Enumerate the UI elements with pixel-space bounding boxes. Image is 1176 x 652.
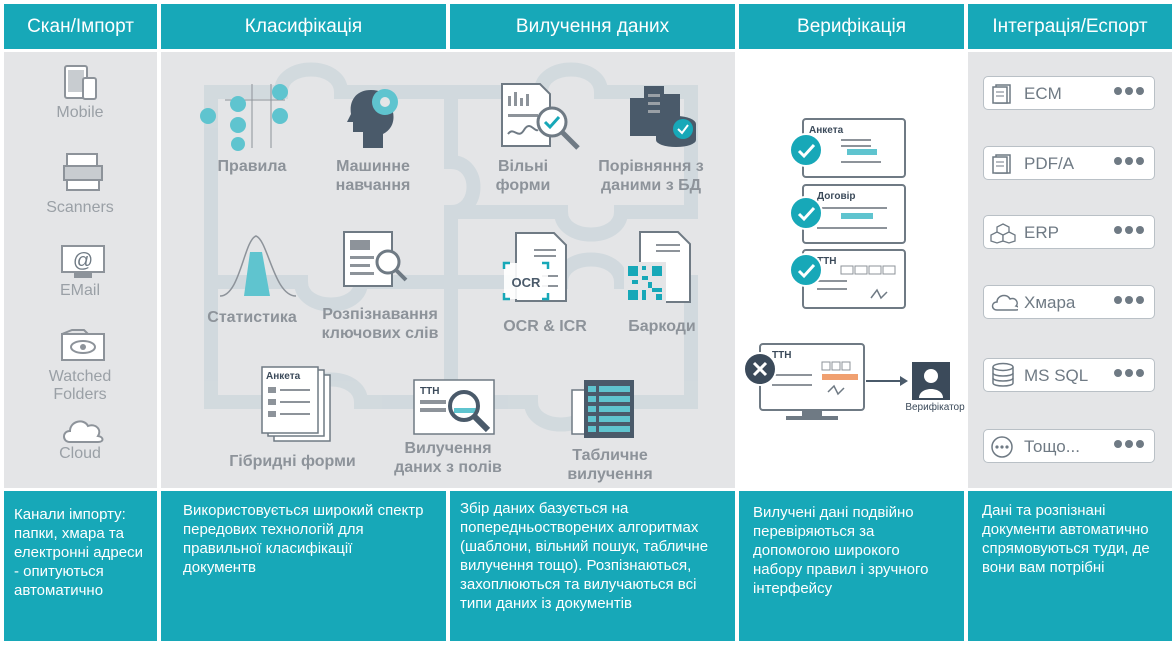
source-email: EMail — [59, 282, 100, 299]
more-dots-icon — [1114, 296, 1144, 304]
more-dots-icon — [1114, 369, 1144, 377]
export-other-button[interactable]: Тощо... — [983, 429, 1155, 463]
document-stack-icon — [992, 154, 1011, 174]
header-integration: Інтеграція/Еспорт — [968, 4, 1172, 49]
reject-icon — [743, 352, 777, 386]
scanner-icon — [63, 153, 103, 191]
item-keyword-recognition: Розпізнавання ключових слів — [321, 306, 439, 342]
brain-gear-icon — [347, 89, 398, 148]
svg-text:@: @ — [73, 250, 93, 272]
export-cloud-button[interactable]: Хмара — [983, 285, 1155, 319]
export-mssql-button[interactable]: MS SQL — [983, 358, 1155, 392]
keyword-search-icon — [343, 231, 408, 287]
x-mark-icon — [752, 361, 768, 377]
header-scan: Скан/Імпорт — [4, 4, 157, 49]
dogovir-label: Договір — [817, 191, 856, 202]
tth-label-field: ТТН — [420, 386, 439, 397]
field-extraction-icon: ТТН — [413, 379, 495, 435]
cubes-icon — [990, 223, 1016, 244]
anketa-label-verify: Анкета — [809, 125, 844, 136]
footer-classification: Використовується широкий спектр передови… — [161, 491, 446, 641]
anketa-label: Анкета — [266, 371, 301, 382]
item-field-extraction: Вилучення даних з полів — [394, 440, 502, 476]
item-barcodes: Баркоди — [628, 318, 696, 335]
cloud-icon — [63, 420, 104, 443]
footer-extraction: Збір даних базується на попередньостворе… — [450, 491, 735, 641]
check-mark-icon — [797, 263, 816, 279]
mobile-icon — [64, 65, 97, 100]
document-stack-icon — [992, 84, 1011, 104]
more-circle-icon — [991, 436, 1013, 458]
item-rules: Правила — [217, 158, 287, 175]
more-dots-icon — [1114, 157, 1144, 165]
table-extraction-icon — [571, 380, 634, 438]
header-classification: Класифікація — [161, 4, 446, 49]
source-mobile: Mobile — [56, 104, 104, 121]
export-ecm-button[interactable]: ECM — [983, 76, 1155, 110]
tth-label-verify: ТТН — [817, 256, 836, 267]
footer-integration: Дані та розпізнані документи автоматично… — [968, 491, 1172, 641]
source-cloud: Cloud — [59, 445, 101, 462]
ocr-label: OCR — [512, 275, 542, 290]
item-free-forms: Вільні форми — [495, 158, 551, 194]
barcode-icon — [624, 231, 691, 304]
header-extraction: Вилучення даних — [450, 4, 735, 49]
more-dots-icon — [1114, 440, 1144, 448]
footer-scan: Канали імпорту: папки, хмара та електрон… — [4, 491, 157, 641]
statistics-icon — [219, 235, 297, 297]
tth-label-monitor: ТТН — [772, 350, 791, 361]
item-db-compare: Порівняння з даними з БД — [598, 158, 704, 194]
verifier-label: Верифікатор — [905, 402, 965, 413]
email-icon: @ — [61, 245, 105, 278]
more-dots-icon — [1114, 226, 1144, 234]
item-ocr-icr: OCR & ICR — [503, 318, 587, 335]
item-statistics: Статистика — [207, 309, 297, 326]
check-mark-icon — [797, 143, 816, 159]
header-verification: Верифікація — [739, 4, 964, 49]
check-icon-3 — [789, 253, 823, 287]
verifier-monitor: ТТН — [759, 343, 950, 420]
export-pdfa-button[interactable]: PDF/A — [983, 146, 1155, 180]
check-icon-2 — [789, 196, 823, 230]
database-icon — [992, 362, 1014, 387]
eye-icon — [61, 329, 105, 361]
check-icon-1 — [789, 133, 823, 167]
source-watched-folders: Watched Folders — [48, 368, 112, 403]
source-scanners: Scanners — [46, 199, 114, 216]
ocr-document-icon: OCR — [502, 232, 567, 302]
free-forms-icon — [501, 83, 580, 150]
panel-integration — [968, 52, 1172, 488]
item-hybrid-forms: Гібридні форми — [229, 453, 356, 470]
export-erp-button[interactable]: ERP — [983, 215, 1155, 249]
more-dots-icon — [1114, 87, 1144, 95]
database-compare-icon — [630, 86, 696, 147]
check-mark-icon — [797, 206, 816, 222]
item-table-extraction: Табличне вилучення — [567, 447, 653, 483]
item-machine-learning: Машинне навчання — [335, 158, 411, 194]
footer-verification: Вилучені дані подвійно перевіряються за … — [739, 491, 964, 641]
cloud-icon — [991, 294, 1018, 311]
rules-icon — [200, 84, 288, 151]
hybrid-forms-icon: Анкета — [261, 366, 331, 442]
